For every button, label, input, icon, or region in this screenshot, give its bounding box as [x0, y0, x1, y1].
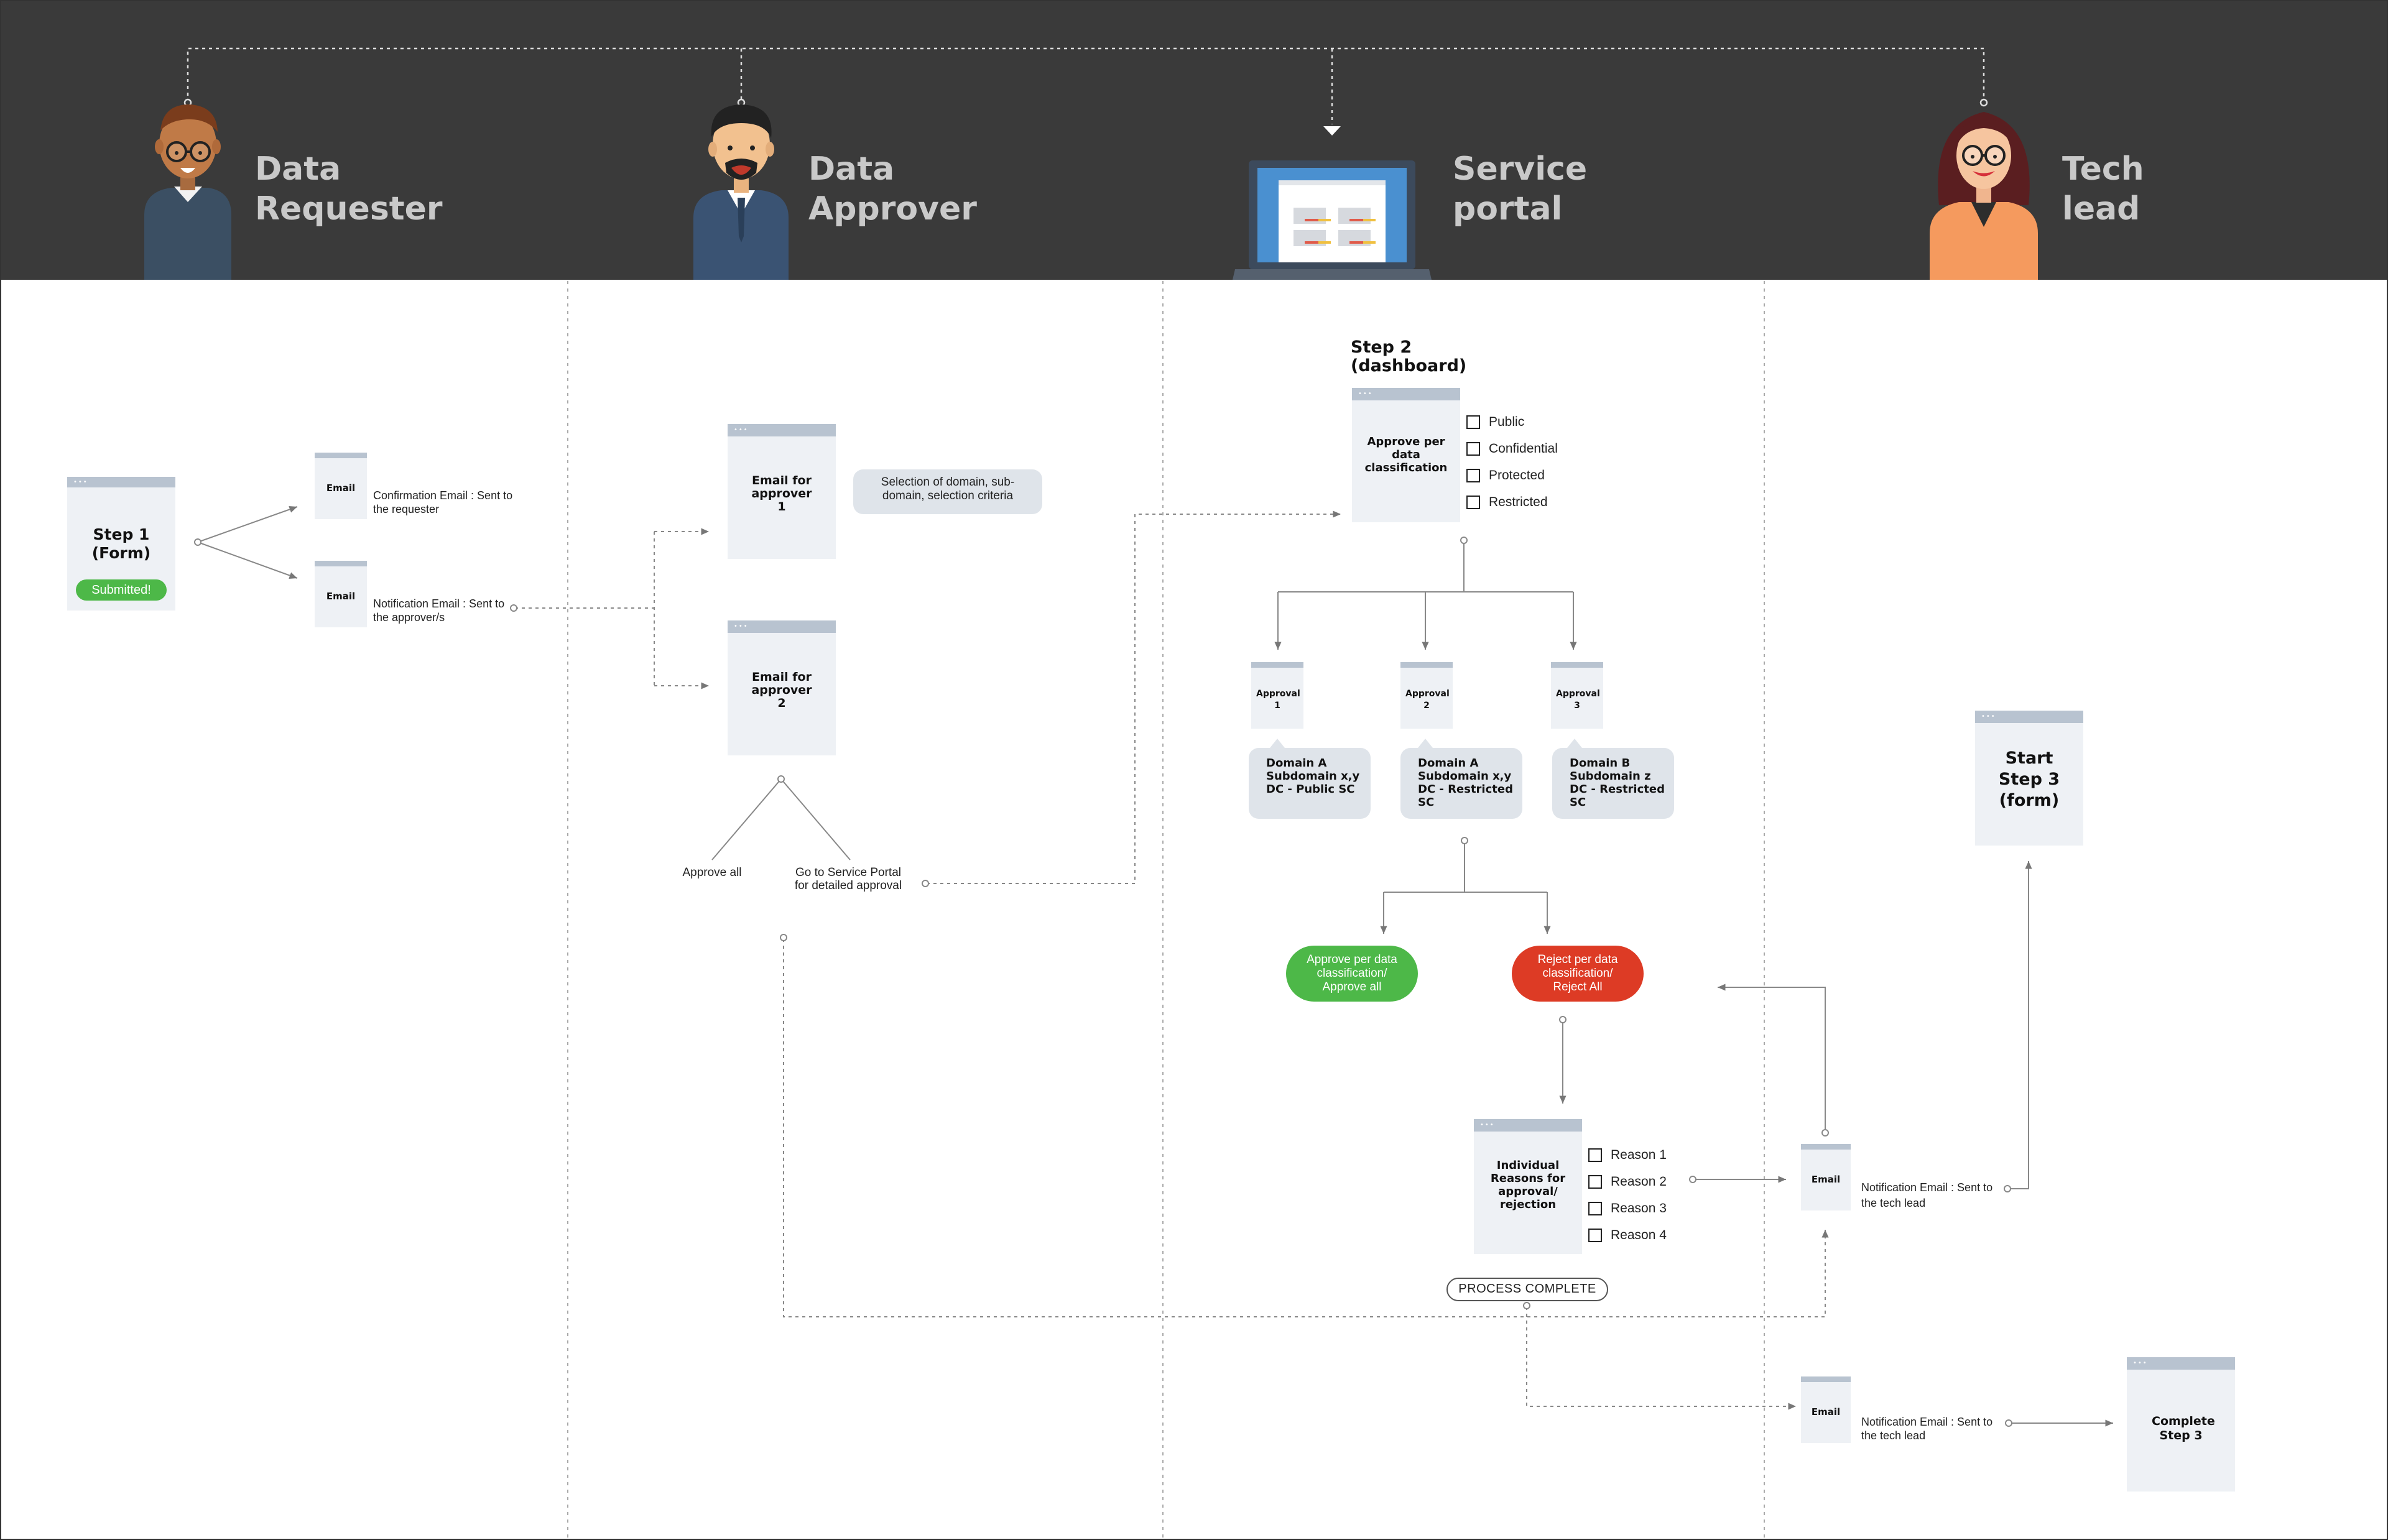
checkbox-reason4[interactable] [1588, 1229, 1602, 1242]
email-approver1-note-text: Selection of domain, sub-domain, selecti… [881, 476, 1015, 502]
approve-per-classification-title: Approve per data classification [1364, 435, 1448, 474]
checkbox-label-public: Public [1489, 415, 1525, 429]
lane-title-service-portal: Service portal [1453, 150, 1588, 228]
confirmation-email-card[interactable]: Email [315, 453, 367, 519]
start-step3-title: Start Step 3 (form) [1998, 749, 2060, 810]
connector-end-dots [194, 537, 2012, 1427]
complete-step3-card[interactable]: ••• Complete Step 3 [2127, 1357, 2235, 1492]
approve-all-label[interactable]: Approve all [682, 866, 742, 879]
lane-top-connector [187, 47, 1985, 124]
email-approver2-card[interactable]: ••• Email for approver 2 [728, 620, 836, 755]
tech-lead-email-a-label: Notification Email : Sent to the tech le… [1861, 1181, 1993, 1209]
checkbox-label-confidential: Confidential [1489, 441, 1558, 456]
notification-email-title: Email [326, 591, 356, 602]
approver-branch-right [780, 778, 851, 860]
approval1-note: Domain A Subdomain x,y DC - Public SC [1249, 748, 1371, 819]
checkbox-label-restricted: Restricted [1489, 495, 1548, 509]
checkbox-label-reason4: Reason 4 [1611, 1228, 1667, 1242]
checkbox-confidential[interactable] [1466, 442, 1480, 456]
checkbox-protected[interactable] [1466, 469, 1480, 482]
process-complete-label: PROCESS COMPLETE [1458, 1282, 1596, 1296]
portal-arrow-head [1323, 126, 1341, 136]
approval2-title: Approval 2 [1405, 689, 1450, 711]
confirmation-email-label: Confirmation Email : Sent to the request… [373, 489, 513, 515]
tech-lead-email-a-title: Email [1811, 1174, 1841, 1185]
notification-email-label: Notification Email : Sent to the approve… [373, 597, 505, 624]
approval3-note-text: Domain B Subdomain z DC - Restricted SC [1570, 757, 1665, 809]
step1-form-card[interactable]: ••• Step 1 (Form) Submitted! [67, 477, 175, 611]
tech-lead-email-card-a[interactable]: Email [1801, 1144, 1851, 1210]
approve-per-classification-card[interactable]: ••• Approve per data classification [1352, 388, 1460, 522]
start-step3-card[interactable]: ••• Start Step 3 (form) [1975, 711, 2083, 846]
requester-avatar [144, 104, 231, 280]
step1-to-notify-email [197, 542, 298, 579]
tech-lead-email-card-b[interactable]: Email [1801, 1376, 1851, 1443]
checkbox-label-reason3: Reason 3 [1611, 1201, 1667, 1215]
checkbox-reason1[interactable] [1588, 1148, 1602, 1162]
step1-title: Step 1 (Form) [91, 525, 151, 562]
flow-connectors [197, 505, 2113, 1427]
techlead-avatar [1930, 112, 2038, 280]
reasons-card[interactable]: ••• Individual Reasons for approval/ rej… [1474, 1119, 1582, 1254]
approval3-note: Domain B Subdomain z DC - Restricted SC [1552, 748, 1674, 819]
approve-pill[interactable]: Approve per data classification/ Approve… [1286, 946, 1418, 1002]
approve-box-down [1278, 541, 1573, 592]
approval2-to-pills [1384, 841, 1547, 893]
checkbox-reason3[interactable] [1588, 1202, 1602, 1215]
approval1-note-text: Domain A Subdomain x,y DC - Public SC [1266, 757, 1360, 796]
confirmation-email-title: Email [326, 482, 356, 494]
tech-lead-email-b-title: Email [1811, 1406, 1841, 1418]
email-approver1-note: Selection of domain, sub-domain, selecti… [853, 469, 1042, 514]
lane-title-tech-lead: Tech lead [2062, 150, 2144, 228]
email-approver2-title: Email for approver 2 [751, 670, 812, 710]
go-to-service-portal-label[interactable]: Go to Service Portal for detailed approv… [794, 866, 902, 892]
checkbox-label-reason1: Reason 1 [1611, 1148, 1667, 1162]
notification-email-card[interactable]: Email [315, 561, 367, 627]
reject-pill[interactable]: Reject per data classification/ Reject A… [1512, 946, 1644, 1002]
approver-branch-left [711, 778, 782, 860]
email-approver1-title: Email for approver 1 [751, 474, 812, 514]
step2-heading: Step 2 (dashboard) [1351, 338, 1467, 376]
approval1-card[interactable]: Approval 1 [1251, 662, 1303, 729]
lane-top-connector-dots [183, 98, 1988, 107]
complete-step3-title: Complete Step 3 [2152, 1414, 2215, 1442]
reasons-title: Individual Reasons for approval/ rejecti… [1490, 1159, 1566, 1211]
lane-title-data-approver: Data Approver [808, 150, 977, 228]
checkbox-public[interactable] [1466, 415, 1480, 429]
approval2-card[interactable]: Approval 2 [1400, 662, 1453, 729]
dashed-connectors [515, 510, 1829, 1410]
step1-to-confirm-email [197, 505, 298, 543]
approval3-card[interactable]: Approval 3 [1551, 662, 1603, 729]
approval3-title: Approval 3 [1556, 689, 1600, 711]
checkbox-restricted[interactable] [1466, 496, 1480, 509]
lane-dividers [567, 281, 1765, 1539]
checkbox-reason2[interactable] [1588, 1175, 1602, 1189]
tech-lead-email-b-label: Notification Email : Sent to the tech le… [1861, 1416, 1993, 1442]
email-approver1-card[interactable]: ••• Email for approver 1 [728, 424, 836, 559]
approval1-title: Approval 1 [1256, 689, 1300, 711]
laptop-illustration [1233, 160, 1432, 280]
process-complete-outline [1446, 1278, 1608, 1301]
email-to-start-step3 [2007, 861, 2032, 1189]
approver-avatar [693, 104, 789, 280]
approval2-note-text: Domain A Subdomain x,y DC - Restricted S… [1418, 757, 1513, 809]
checkbox-label-reason2: Reason 2 [1611, 1174, 1667, 1189]
checkbox-label-protected: Protected [1489, 468, 1545, 482]
approval2-note: Domain A Subdomain x,y DC - Restricted S… [1400, 748, 1522, 819]
submitted-badge: Submitted! [76, 579, 167, 601]
email-back-to-reject [1718, 984, 1826, 1133]
lane-title-data-requester: Data Requester [255, 150, 443, 228]
